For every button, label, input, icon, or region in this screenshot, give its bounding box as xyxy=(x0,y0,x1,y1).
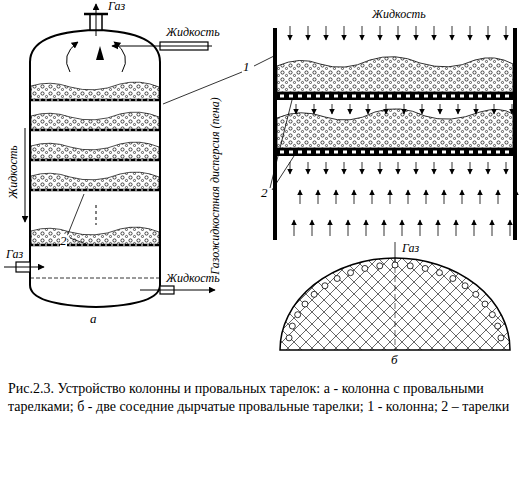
flow-label: Газ xyxy=(6,248,23,261)
figure-caption: Рис.2.3. Устройство колонны и провальных… xyxy=(8,380,513,416)
flow-label: Газ xyxy=(108,0,125,13)
callout-number: а xyxy=(90,312,97,326)
flow-label: Газ xyxy=(402,242,419,255)
callout-number: 2 xyxy=(261,186,268,200)
callout-number: 1 xyxy=(243,60,250,74)
vertical-label: Газожидкостная дисперсия (пена) xyxy=(209,97,222,275)
callout-number: 2 xyxy=(60,234,67,248)
vertical-label: Жидкость xyxy=(7,145,20,199)
flow-label: Жидкость xyxy=(166,272,220,285)
flow-label: Жидкость xyxy=(166,26,220,39)
callout-number: б xyxy=(391,353,398,367)
flow-label: Жидкость xyxy=(372,8,426,21)
